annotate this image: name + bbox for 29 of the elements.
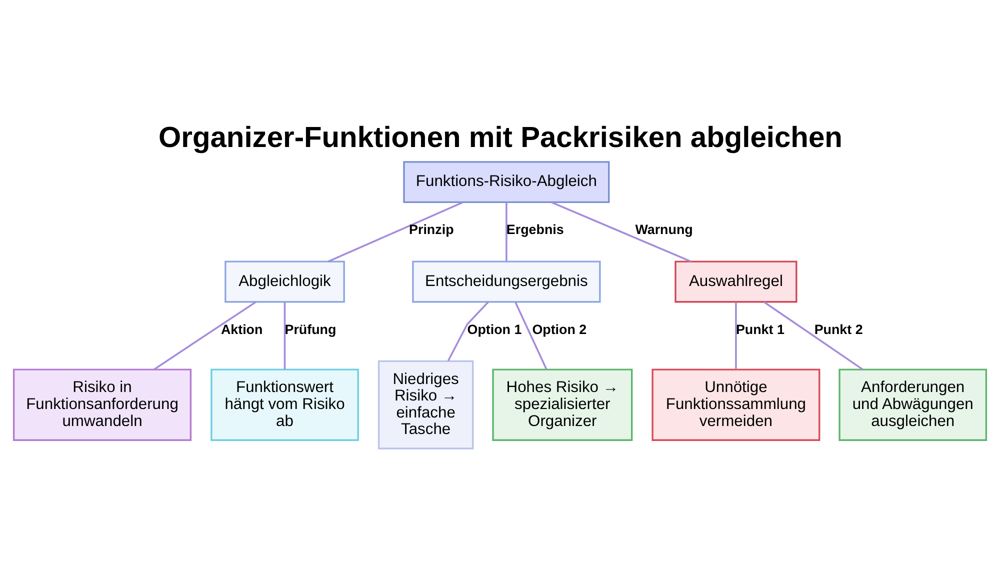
edge-label: Option 2 bbox=[532, 322, 587, 337]
connector bbox=[506, 202, 508, 262]
edge-label: Prinzip bbox=[409, 222, 454, 238]
node-box: Hohes Risiko → spezialisierter Organizer bbox=[492, 368, 633, 441]
connector bbox=[328, 202, 463, 262]
edge-label: Ergebnis bbox=[506, 222, 564, 238]
edge-label: Aktion bbox=[220, 322, 263, 337]
connector bbox=[447, 301, 489, 362]
edge-label: Punkt 2 bbox=[814, 322, 863, 337]
diagram-title: Organizer-Funktionen mit Packrisiken abgleichen bbox=[158, 122, 842, 154]
connector bbox=[735, 302, 737, 370]
connector bbox=[284, 302, 286, 370]
connector bbox=[153, 301, 256, 370]
edge-label: Option 1 bbox=[467, 322, 522, 337]
connector bbox=[551, 202, 692, 262]
edge-label: Prüfung bbox=[284, 322, 336, 337]
node-box: Funktionswert hängt vom Risiko ab bbox=[210, 368, 359, 441]
connector bbox=[514, 302, 548, 370]
node-box: Funktions-Risiko-Abgleich bbox=[403, 161, 610, 204]
edge-label: Punkt 1 bbox=[736, 322, 784, 337]
connector bbox=[763, 301, 864, 370]
node-box: Unnötige Funktionssammlung vermeiden bbox=[652, 368, 820, 441]
node-box: Niedriges Risiko → einfache Tasche bbox=[378, 360, 474, 450]
node-box: Abgleichlogik bbox=[224, 260, 345, 303]
node-box: Entscheidungsergebnis bbox=[412, 260, 601, 303]
node-box: Anforderungen und Abwägungen ausgleichen bbox=[838, 368, 988, 441]
node-box: Risiko in Funktionsanforderung umwandeln bbox=[12, 368, 192, 441]
node-box: Auswahlregel bbox=[674, 260, 798, 303]
edge-label: Warnung bbox=[635, 222, 693, 238]
